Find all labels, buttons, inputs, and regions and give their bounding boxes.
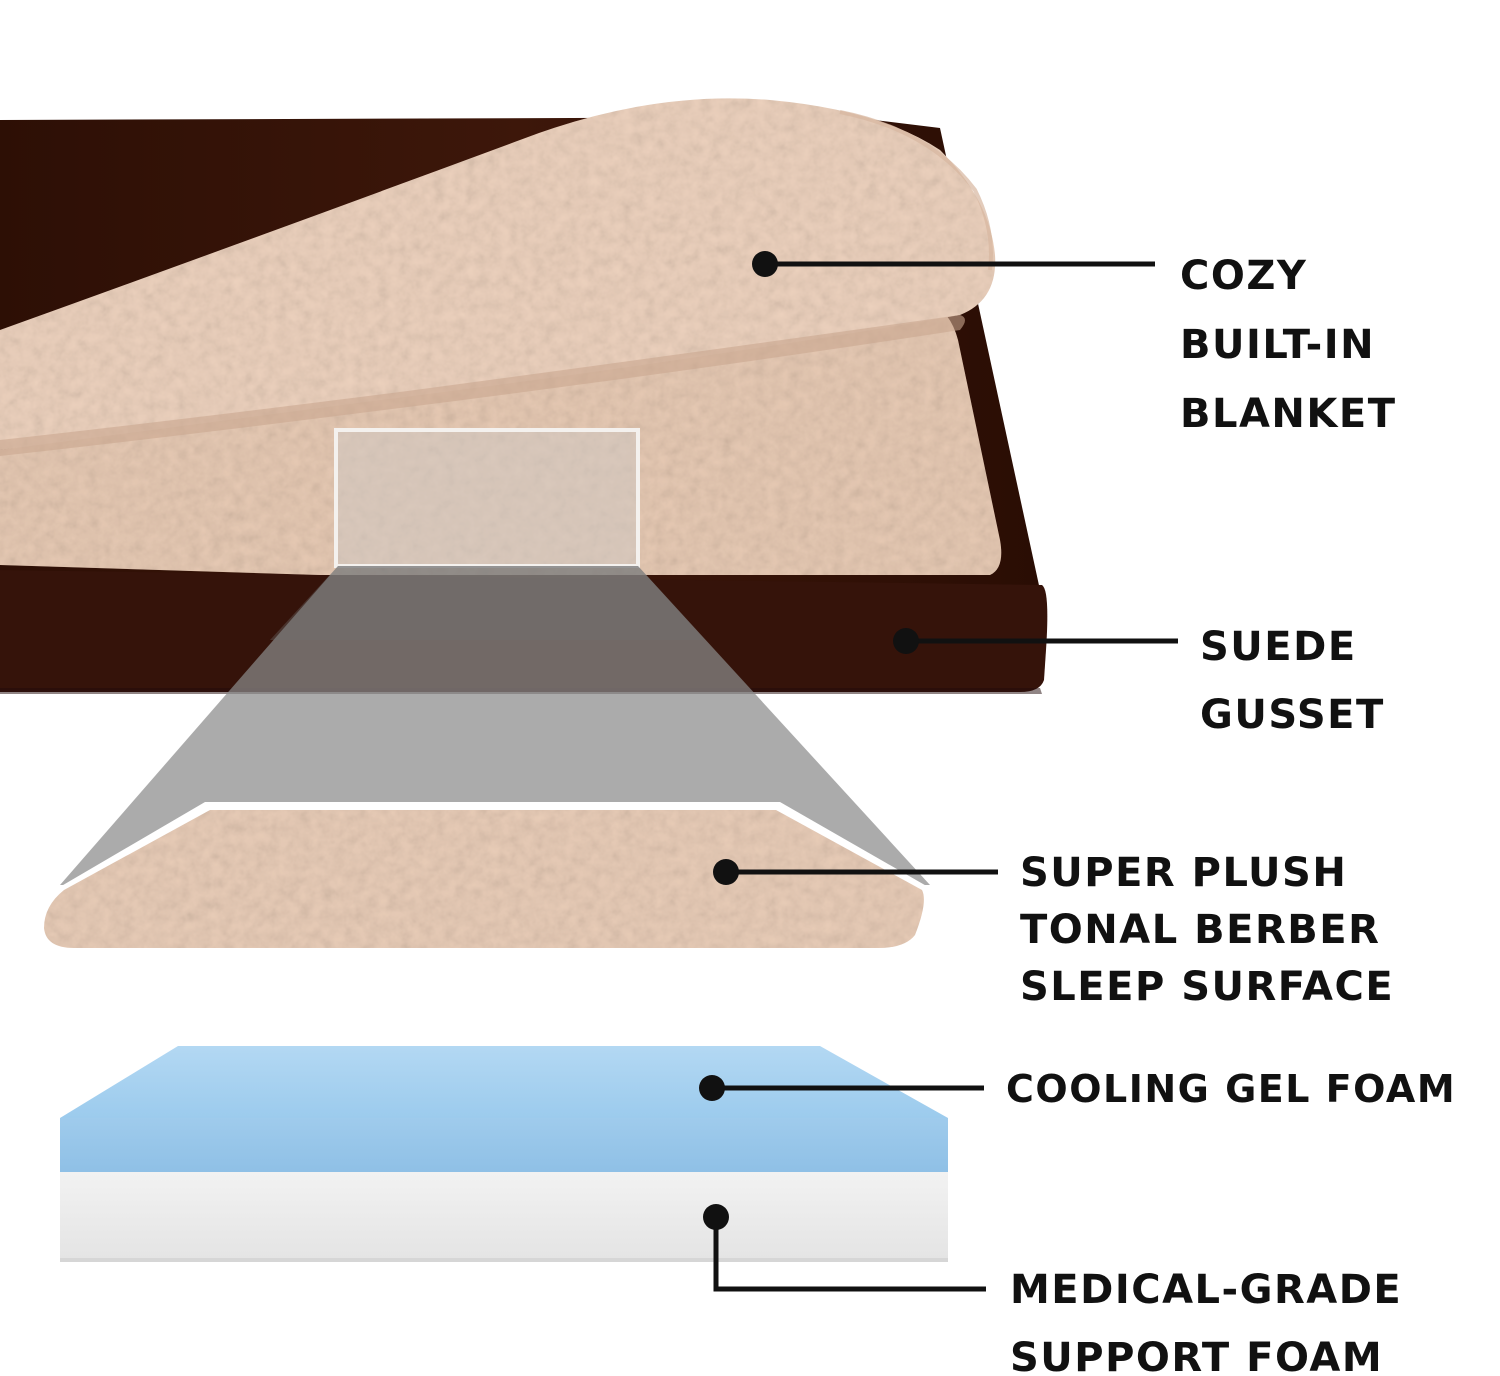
callout-line-support (713, 1217, 986, 1292)
bed-illustration (0, 98, 1048, 694)
callout-lines (712, 261, 1178, 1292)
label-surface-line3: SLEEP SURFACE (1020, 964, 1394, 1010)
callout-markers (699, 251, 919, 1230)
gel-foam-top (60, 1046, 948, 1118)
label-gusset-line2: GUSSET (1200, 692, 1385, 738)
label-gel-line1: COOLING GEL FOAM (1006, 1067, 1456, 1111)
label-support-line2: SUPPORT FOAM (1010, 1335, 1383, 1376)
filled-circle-icon (752, 251, 778, 277)
foam-base (60, 1046, 948, 1262)
zoom-window (334, 428, 640, 568)
label-support-line1: MEDICAL-GRADE (1010, 1267, 1402, 1313)
label-blanket-line3: BLANKET (1180, 391, 1397, 437)
berber-surface-slab (38, 802, 933, 954)
label-blanket-line1: COZY (1180, 253, 1307, 299)
label-gusset-line1: SUEDE (1200, 624, 1357, 670)
support-foam-side (60, 1172, 948, 1260)
label-surface-line2: TONAL BERBER (1020, 907, 1380, 953)
filled-circle-icon (893, 628, 919, 654)
label-blanket-line2: BUILT-IN (1180, 322, 1375, 368)
label-surface-line1: SUPER PLUSH (1020, 850, 1347, 896)
folded-blanket (0, 98, 996, 450)
filled-circle-icon (703, 1204, 729, 1230)
callout-labels: COZY BUILT-IN BLANKET SUEDE GUSSET SUPER… (1006, 253, 1456, 1376)
filled-circle-icon (699, 1075, 725, 1101)
gel-foam-side (60, 1118, 948, 1172)
filled-circle-icon (713, 859, 739, 885)
